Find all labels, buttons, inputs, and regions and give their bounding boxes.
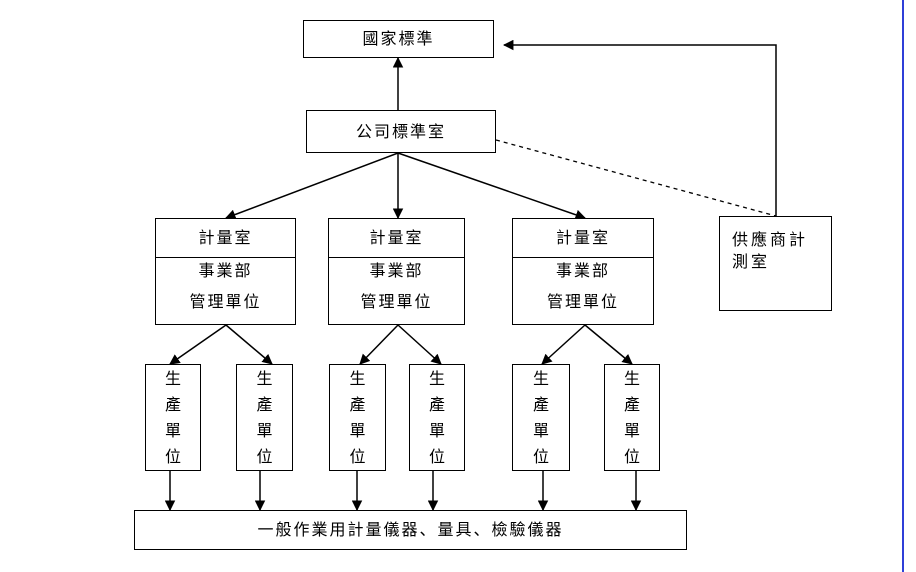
department-box: 計量室 事業部 管理單位 [328, 218, 465, 325]
company-lab-label: 公司標準室 [355, 121, 446, 141]
production-unit-char: 生 [532, 368, 549, 388]
production-unit-box: 生 產 單 位 [512, 364, 570, 471]
arrow-dept1-to-prod1 [169, 324, 227, 365]
production-unit-char: 單 [428, 420, 445, 440]
arrow-dept1-to-prod2 [225, 324, 273, 365]
production-unit-char: 單 [349, 420, 366, 440]
production-unit-char: 位 [532, 446, 549, 466]
dept-lab-label: 計量室 [198, 228, 253, 247]
dept-mgmt-label: 管理單位 [189, 292, 262, 311]
supplier-lab-label-line1: 供應商計 [732, 230, 809, 249]
production-unit-char: 生 [349, 368, 366, 388]
dept-divider [513, 257, 653, 258]
company-lab-box: 公司標準室 [306, 110, 496, 153]
production-unit-char: 位 [164, 446, 181, 466]
arrow-dept2-to-prod3 [359, 324, 399, 365]
national-standard-label: 國家標準 [362, 29, 435, 48]
arrow-company-to-dept-1 [225, 152, 399, 220]
production-unit-char: 生 [623, 368, 640, 388]
production-unit-char: 單 [256, 420, 273, 440]
arrow-dept2-to-prod4 [397, 324, 442, 365]
production-unit-char: 產 [349, 394, 366, 414]
production-unit-char: 產 [256, 394, 273, 414]
dept-unit-label: 事業部 [198, 261, 253, 280]
supplier-lab-label-line2: 測室 [732, 252, 771, 271]
production-unit-box: 生 產 單 位 [329, 364, 386, 471]
dept-unit-label: 事業部 [369, 261, 424, 280]
supplier-lab-box: 供應商計 測室 [719, 216, 832, 311]
arrow-supplier-to-national [502, 39, 777, 216]
production-unit-box: 生 產 單 位 [604, 364, 660, 471]
production-unit-char: 位 [349, 446, 366, 466]
dashed-company-to-supplier [495, 139, 777, 217]
production-unit-char: 生 [256, 368, 273, 388]
department-box: 計量室 事業部 管理單位 [512, 218, 654, 325]
production-unit-char: 產 [164, 394, 181, 414]
arrow-dept3-to-prod6 [584, 324, 633, 365]
production-unit-char: 產 [623, 394, 640, 414]
dept-lab-label: 計量室 [369, 228, 424, 247]
production-unit-char: 單 [164, 420, 181, 440]
production-unit-char: 位 [428, 446, 445, 466]
production-unit-char: 產 [428, 394, 445, 414]
right-border-rule [902, 0, 904, 572]
dept-divider [156, 257, 295, 258]
instruments-label: 一般作業用計量儀器、量具、檢驗儀器 [257, 520, 564, 539]
dept-mgmt-label: 管理單位 [546, 292, 619, 311]
national-standard-box: 國家標準 [303, 20, 494, 58]
production-unit-char: 產 [532, 394, 549, 414]
dept-divider [329, 257, 464, 258]
dept-mgmt-label: 管理單位 [360, 292, 433, 311]
instruments-box: 一般作業用計量儀器、量具、檢驗儀器 [134, 510, 687, 550]
production-unit-box: 生 產 單 位 [145, 364, 201, 471]
arrow-dept3-to-prod5 [541, 324, 586, 365]
department-box: 計量室 事業部 管理單位 [155, 218, 296, 325]
production-unit-char: 生 [428, 368, 445, 388]
dept-lab-label: 計量室 [555, 228, 610, 247]
dept-unit-label: 事業部 [555, 261, 610, 280]
production-unit-char: 位 [256, 446, 273, 466]
production-unit-box: 生 產 單 位 [409, 364, 465, 471]
arrow-company-to-dept-3 [397, 152, 586, 220]
production-unit-char: 位 [623, 446, 640, 466]
production-unit-box: 生 產 單 位 [236, 364, 293, 471]
production-unit-char: 生 [164, 368, 181, 388]
production-unit-char: 單 [623, 420, 640, 440]
production-unit-char: 單 [532, 420, 549, 440]
